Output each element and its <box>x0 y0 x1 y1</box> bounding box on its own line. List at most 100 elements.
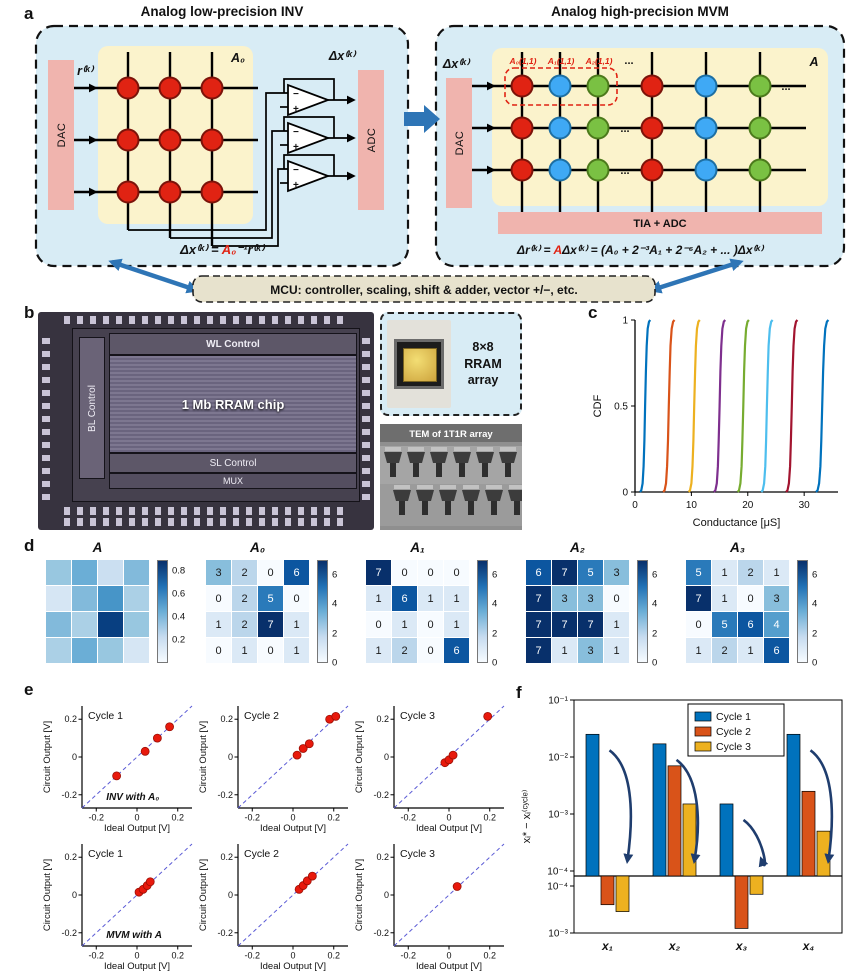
panel-label-d: d <box>24 536 35 555</box>
tia-adc-block <box>498 212 822 234</box>
svg-text:10⁻³: 10⁻³ <box>548 929 568 940</box>
rram-cell <box>694 116 718 140</box>
rram-cell <box>640 158 664 182</box>
panel-label-a: a <box>24 4 34 23</box>
svg-text:Ideal Output [V]: Ideal Output [V] <box>104 823 170 834</box>
ellipsis: ... <box>624 55 633 67</box>
heatmap-cell: 3 <box>578 638 603 663</box>
colorbar-tick: 2 <box>652 628 658 640</box>
svg-text:0.2: 0.2 <box>220 852 233 862</box>
rram-cell <box>158 180 182 204</box>
bar-cycle2-x₄ <box>801 790 816 877</box>
data-point <box>483 711 493 721</box>
svg-text:Circuit Output [V]: Circuit Output [V] <box>354 859 365 931</box>
trend-arrow <box>608 749 634 864</box>
bar-cycle2-x₃ <box>734 875 749 929</box>
rram-cell <box>748 74 772 98</box>
tem-image: TEM of 1T1R array <box>380 424 522 530</box>
svg-text:10⁻³: 10⁻³ <box>548 810 568 821</box>
cdf-curve <box>736 319 750 493</box>
rram-cell <box>694 158 718 182</box>
rram-cell <box>548 116 572 140</box>
svg-text:-0.2: -0.2 <box>245 951 261 961</box>
rram-cell <box>510 116 534 140</box>
legend-swatch <box>694 741 712 752</box>
rram-cell <box>200 76 224 100</box>
colorbar-tick: 2 <box>332 628 338 640</box>
cdf-curve <box>760 319 774 493</box>
colorbar-tick: 0.2 <box>172 634 186 646</box>
panel-a-diagram: Analog low-precision INV Analog high-pre… <box>34 4 846 303</box>
svg-text:0.2: 0.2 <box>327 951 340 961</box>
inv-title: Analog low-precision INV <box>141 4 304 19</box>
colorbar-tick: 2 <box>812 628 818 640</box>
rram-core-block: 1 Mb RRAM chip <box>109 355 357 453</box>
tia-adc-label: TIA + ADC <box>633 218 686 230</box>
rram-cell <box>510 74 534 98</box>
svg-text:-0.2: -0.2 <box>61 790 77 800</box>
dac-block-left <box>48 60 74 210</box>
rram-cell <box>200 180 224 204</box>
bar-cycle1-x₃ <box>719 803 734 877</box>
panel-label-b: b <box>24 303 35 322</box>
heatmap-cell: 1 <box>284 612 309 637</box>
heatmap-cell: 6 <box>444 638 469 663</box>
rram-cell <box>510 158 534 182</box>
heatmap-cell: 7 <box>526 586 551 611</box>
wl-control-block: WL Control <box>109 333 357 355</box>
heatmap-cell: 0 <box>418 638 443 663</box>
heatmap-cell: 6 <box>284 560 309 585</box>
heatmap-cell: 0 <box>366 612 391 637</box>
heatmap-cell: 0 <box>258 638 283 663</box>
legend-label: Cycle 2 <box>716 726 751 738</box>
ellipsis: ... <box>620 165 629 177</box>
data-point <box>140 746 150 756</box>
svg-text:xᵢ* − xᵢ⁽ᶜʸᶜˡᵉ⁾: xᵢ* − xᵢ⁽ᶜʸᶜˡᵉ⁾ <box>521 789 533 843</box>
rram-cell <box>640 116 664 140</box>
heatmap-cell <box>98 560 123 585</box>
heatmap-title: A₀ <box>249 540 266 555</box>
svg-text:0: 0 <box>290 813 295 823</box>
svg-text:-0.2: -0.2 <box>245 813 261 823</box>
heatmap-cell <box>46 586 71 611</box>
bond-pads-bottom <box>64 507 348 515</box>
rram-cell <box>748 158 772 182</box>
data-point <box>292 750 302 760</box>
mvm-input-label: Δx⁽ᵏ⁾ <box>442 57 471 71</box>
svg-text:x₁: x₁ <box>601 939 613 953</box>
heatmap-cell: 2 <box>232 586 257 611</box>
mvm-equation: Δr⁽ᵏ⁾ = AΔx⁽ᵏ⁾ = (A₀ + 2⁻³A₁ + 2⁻⁶A₂ + .… <box>516 243 765 257</box>
panel-label-f: f <box>516 683 522 702</box>
rram-cell <box>200 128 224 152</box>
heatmap-cell: 1 <box>764 560 789 585</box>
mvm-rram-nodes <box>510 74 772 182</box>
heatmap-cell: 1 <box>686 638 711 663</box>
inv-to-mvm-arrow <box>404 105 440 133</box>
svg-text:-0.2: -0.2 <box>401 813 417 823</box>
heatmap-cell: 0 <box>604 586 629 611</box>
data-point <box>448 750 458 760</box>
dac-block-right <box>446 78 472 208</box>
svg-text:0: 0 <box>446 813 451 823</box>
cycle-title: Cycle 2 <box>244 848 279 860</box>
rram-cell <box>694 74 718 98</box>
colorbar <box>157 560 168 663</box>
heatmap-cell: 0 <box>418 560 443 585</box>
mvm-matrix-label: A <box>808 55 818 69</box>
svg-text:0: 0 <box>228 890 233 900</box>
svg-text:-0.2: -0.2 <box>217 790 233 800</box>
svg-text:-0.2: -0.2 <box>61 928 77 938</box>
chip-package <box>394 339 444 389</box>
colorbar-tick: 6 <box>332 569 338 581</box>
svg-text:0.2: 0.2 <box>376 714 389 724</box>
rram-cell <box>548 158 572 182</box>
heatmap-cell: 2 <box>712 638 737 663</box>
inv-equation: Δx⁽ᵏ⁾ = A₀⁻¹r⁽ᵏ⁾ <box>179 242 266 257</box>
bit-slice-outline <box>504 67 618 106</box>
colorbar-tick: 6 <box>652 569 658 581</box>
